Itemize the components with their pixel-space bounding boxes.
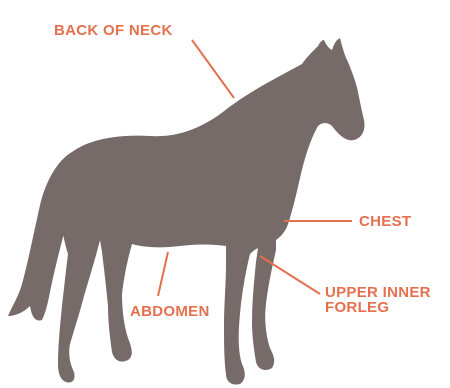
upper-inner-forleg-label-line1: UPPER INNER [325,285,431,300]
abdomen-leader [158,252,168,296]
chest-label: CHEST [359,214,411,229]
back-of-neck-leader [192,40,234,98]
abdomen-label: ABDOMEN [130,304,210,319]
upper-inner-forleg-label: UPPER INNER FORLEG [325,285,431,315]
upper-inner-forleg-label-line2: FORLEG [325,300,431,315]
horse-body [58,38,365,385]
back-of-neck-label: BACK OF NECK [54,23,173,38]
horse-silhouette [8,38,365,385]
